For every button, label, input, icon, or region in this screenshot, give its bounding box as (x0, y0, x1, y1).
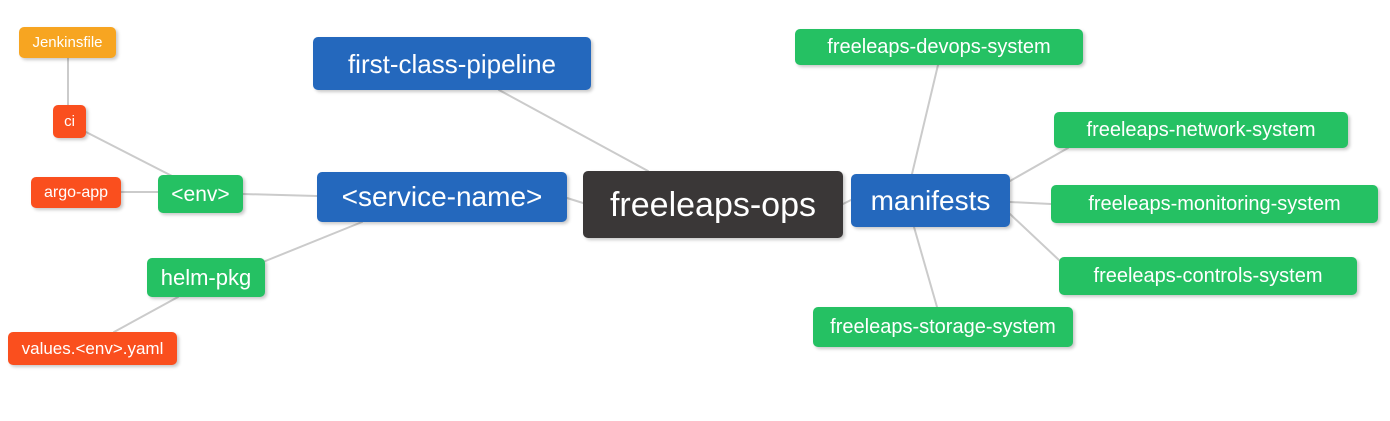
node-freeleaps-monitoring-system[interactable]: freeleaps-monitoring-system (1051, 185, 1378, 223)
node-manifests[interactable]: manifests (851, 174, 1010, 227)
node-values-env-yaml[interactable]: values.<env>.yaml (8, 332, 177, 365)
node-env[interactable]: <env> (158, 175, 243, 213)
node-ci[interactable]: ci (53, 105, 86, 138)
edge-env-to-service-name (242, 193, 318, 197)
edge-ci-to-env (85, 131, 173, 177)
node-label: Jenkinsfile (32, 34, 103, 51)
edge-manifests-to-freeleaps-monitoring-system (1009, 201, 1052, 205)
edge-manifests-to-freeleaps-storage-system (913, 226, 938, 308)
node-freeleaps-storage-system[interactable]: freeleaps-storage-system (813, 307, 1073, 347)
node-label: manifests (870, 184, 991, 216)
edge-service-name-to-helm-pkg (262, 221, 363, 263)
node-service-name[interactable]: <service-name> (317, 172, 567, 222)
node-helm-pkg[interactable]: helm-pkg (147, 258, 265, 297)
node-label: freeleaps-network-system (1086, 119, 1316, 141)
node-first-class-pipeline[interactable]: first-class-pipeline (313, 37, 591, 90)
node-label: freeleaps-devops-system (827, 36, 1051, 58)
edge-manifests-to-freeleaps-devops-system (911, 64, 939, 175)
node-label: values.<env>.yaml (21, 339, 164, 358)
edge-first-class-pipeline-to-freeleaps-ops (498, 89, 649, 172)
edge-manifests-to-freeleaps-network-system (1009, 147, 1069, 182)
node-freeleaps-network-system[interactable]: freeleaps-network-system (1054, 112, 1348, 148)
node-label: freeleaps-controls-system (1093, 265, 1323, 287)
edge-freeleaps-ops-to-manifests (842, 199, 852, 205)
node-label: first-class-pipeline (347, 48, 557, 79)
node-label: ci (64, 113, 75, 130)
node-label: argo-app (43, 183, 109, 201)
edge-helm-pkg-to-values-env-yaml (113, 296, 179, 333)
node-argo-app[interactable]: argo-app (31, 177, 121, 208)
node-freeleaps-devops-system[interactable]: freeleaps-devops-system (795, 29, 1083, 65)
node-freeleaps-controls-system[interactable]: freeleaps-controls-system (1059, 257, 1357, 295)
node-label: helm-pkg (160, 264, 252, 290)
node-freeleaps-ops[interactable]: freeleaps-ops (583, 171, 843, 238)
node-jenkinsfile[interactable]: Jenkinsfile (19, 27, 116, 58)
node-label: freeleaps-monitoring-system (1088, 193, 1341, 215)
edge-service-name-to-freeleaps-ops (566, 197, 584, 204)
node-label: freeleaps-storage-system (830, 316, 1056, 338)
node-label: freeleaps-ops (609, 185, 816, 224)
node-label: <service-name> (341, 181, 543, 212)
node-label: <env> (171, 182, 230, 206)
